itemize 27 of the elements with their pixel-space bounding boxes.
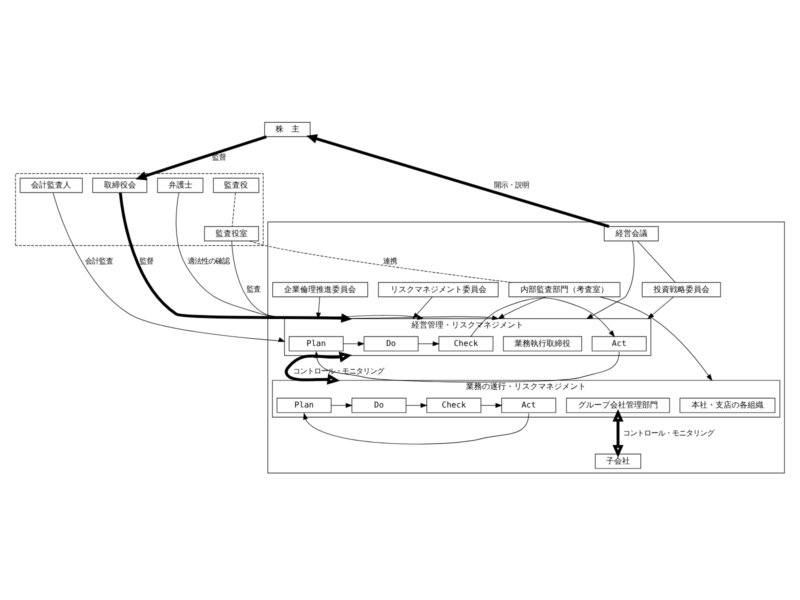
arrow bbox=[314, 350, 620, 382]
arrow bbox=[136, 135, 267, 180]
arrow bbox=[284, 352, 352, 385]
connector bbox=[232, 192, 236, 227]
connector bbox=[249, 240, 512, 283]
arrow bbox=[412, 296, 433, 320]
arrow bbox=[418, 341, 440, 346]
arrow bbox=[599, 296, 712, 382]
arrow bbox=[316, 296, 321, 320]
arrow bbox=[331, 402, 353, 408]
arrow bbox=[612, 409, 624, 458]
arrow bbox=[406, 402, 428, 408]
connector bbox=[637, 240, 676, 283]
arrow bbox=[497, 296, 546, 320]
arrow bbox=[647, 296, 674, 320]
arrow bbox=[343, 341, 365, 346]
cluster bbox=[15, 173, 264, 246]
arrow bbox=[470, 298, 615, 338]
arrow bbox=[586, 240, 634, 320]
arrow bbox=[52, 192, 286, 342]
arrow bbox=[176, 192, 424, 320]
arrow bbox=[480, 402, 502, 408]
arrow bbox=[303, 412, 530, 444]
cluster bbox=[268, 222, 785, 474]
arrow bbox=[231, 240, 500, 320]
arrow bbox=[118, 192, 352, 323]
arrow bbox=[306, 134, 610, 228]
